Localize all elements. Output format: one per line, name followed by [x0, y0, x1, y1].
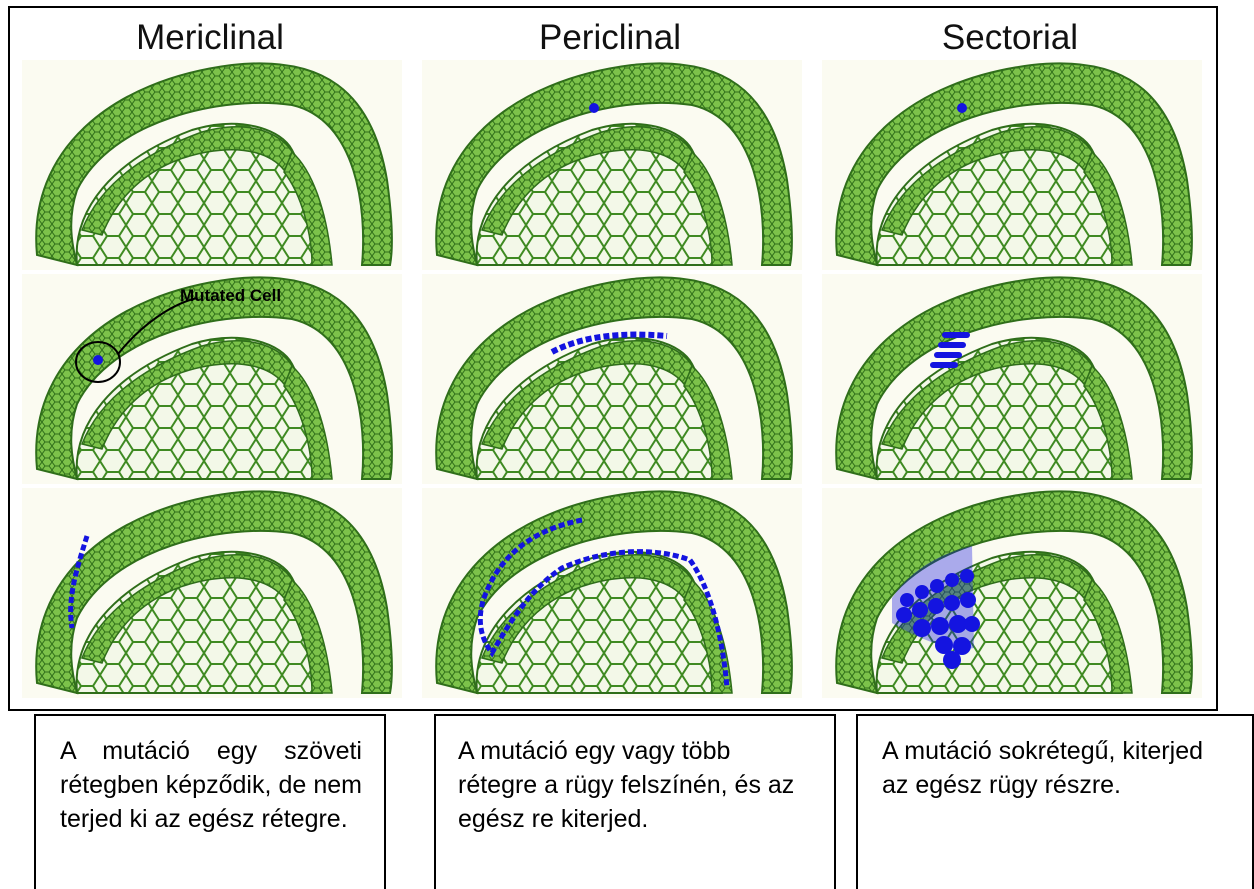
caption-mericlinal: A mutáció egy szöveti rétegben képződik,… — [34, 714, 386, 889]
column-title-sectorial: Sectorial — [820, 18, 1200, 58]
column-title-mericlinal: Mericlinal — [20, 18, 400, 58]
sectorial-stage-3 — [822, 488, 1202, 698]
mericlinal-stage-1 — [22, 60, 402, 270]
sectorial-stage-1 — [822, 60, 1202, 270]
periclinal-stage-1 — [422, 60, 802, 270]
mericlinal-stage-3 — [22, 488, 402, 698]
diagram-frame: Mericlinal Periclinal Sectorial Mutated … — [8, 6, 1218, 711]
periclinal-stage-3 — [422, 488, 802, 698]
caption-sectorial: A mutáció sokrétegű, kiterjed az egész r… — [856, 714, 1254, 889]
column-title-periclinal: Periclinal — [420, 18, 800, 58]
caption-periclinal: A mutáció egy vagy több rétegre a rügy f… — [434, 714, 836, 889]
mutated-cell-label: Mutated Cell — [180, 286, 281, 306]
sectorial-stage-2 — [822, 274, 1202, 484]
periclinal-stage-2 — [422, 274, 802, 484]
